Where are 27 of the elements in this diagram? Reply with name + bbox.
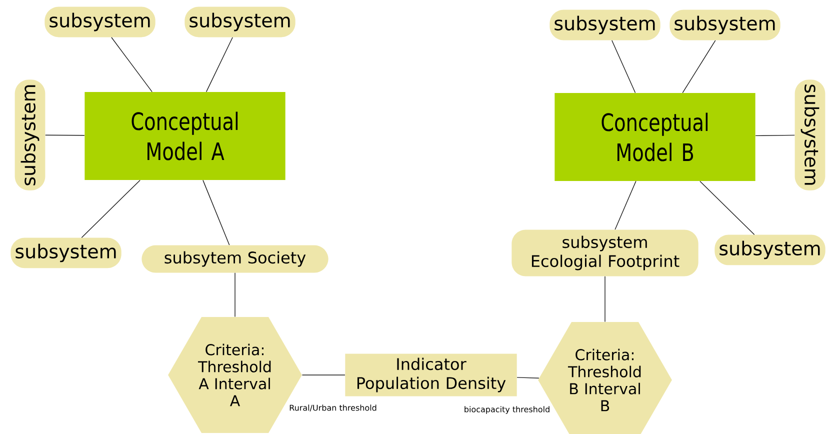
connector-line xyxy=(111,37,152,92)
connector-line xyxy=(755,134,795,136)
subsystem-pill: subsystem xyxy=(550,10,660,40)
subsystem-band: subsystem Ecologial Footprint xyxy=(512,230,698,276)
connector-line xyxy=(202,180,230,246)
connector-line xyxy=(302,374,346,376)
connector-line xyxy=(612,40,636,94)
model-box: Conceptual Model B xyxy=(554,93,756,181)
subsystem-pill: subsystem xyxy=(670,10,780,40)
connector-line xyxy=(206,37,233,92)
subsystem-pill: subsystem xyxy=(714,234,826,266)
connector-line xyxy=(614,180,636,230)
subsystem-pill: subsystem xyxy=(44,6,156,38)
connector-line xyxy=(81,180,140,238)
connector-line xyxy=(700,180,755,235)
subsystem-pill: subsystem xyxy=(184,6,296,38)
connector-line xyxy=(45,134,85,136)
connector-line xyxy=(682,40,716,94)
connector-line xyxy=(604,276,606,322)
subsystem-pill: subsystem xyxy=(14,80,46,190)
subsystem-pill: subsystem xyxy=(10,238,122,268)
indicator-box: Indicator Population Density xyxy=(345,354,517,396)
subsystem-band: subsytem Society xyxy=(142,245,328,273)
connector-line xyxy=(516,377,540,378)
model-box: Conceptual Model A xyxy=(84,92,286,180)
subsystem-pill: subsystem xyxy=(794,80,826,190)
connector-line xyxy=(234,272,236,318)
